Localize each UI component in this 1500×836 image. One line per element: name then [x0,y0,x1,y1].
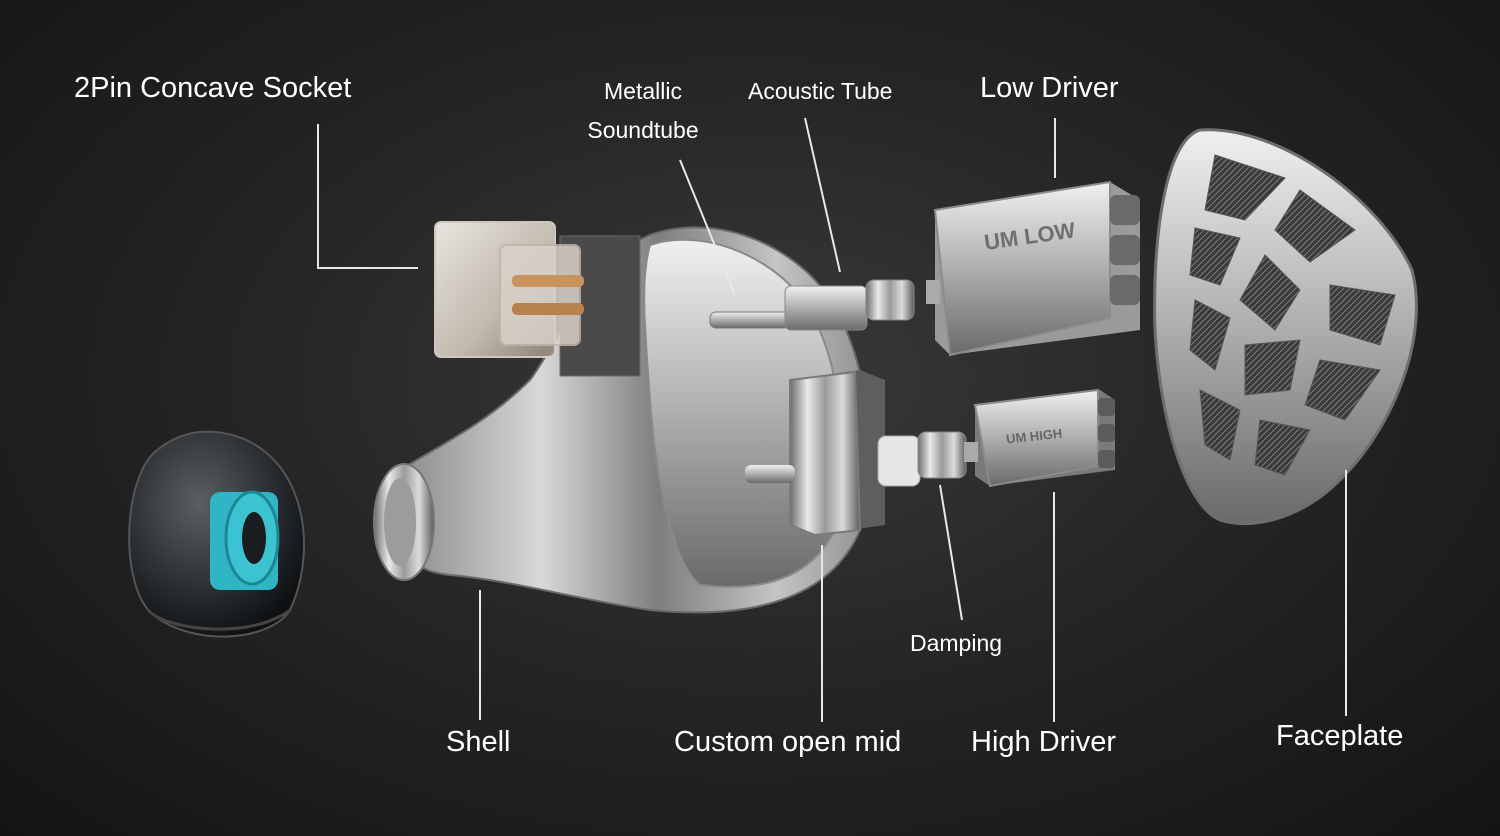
custom-open-mid [745,370,885,537]
leader-lines [317,117,1347,722]
faceplate [1153,128,1418,526]
acoustic-tube-label: Acoustic Tube [748,78,893,104]
custom-open-mid-label: Custom open mid [674,726,902,758]
shell-label: Shell [446,726,511,758]
high-driver-engraving: UM HIGH [1005,426,1063,447]
high-driver-label: High Driver [971,726,1117,758]
socket-label: 2Pin Concave Socket [74,72,352,104]
leader-socket [317,124,418,269]
acoustic-tube-cap [865,279,915,321]
leader-acoustic-tube [804,117,841,273]
soundtube-label-line2: Soundtube [587,117,699,143]
low-driver-label: Low Driver [980,72,1119,104]
soundtube-label-line1: Metallic [604,78,682,104]
leader-damping [939,484,963,621]
acoustic-tube [784,285,868,331]
low-driver: UM LOW [926,180,1140,357]
two-pin-socket [434,221,641,377]
metallic-soundtube [709,311,791,329]
ear-tip [128,430,305,638]
damping-label: Damping [910,630,1003,656]
high-driver: UM HIGH [964,388,1115,488]
leader-soundtube [679,159,736,296]
damping-filter [877,435,921,487]
faceplate-label: Faceplate [1276,720,1404,752]
soundtube-label: Metallic Soundtube [578,72,708,150]
damping [917,431,967,479]
